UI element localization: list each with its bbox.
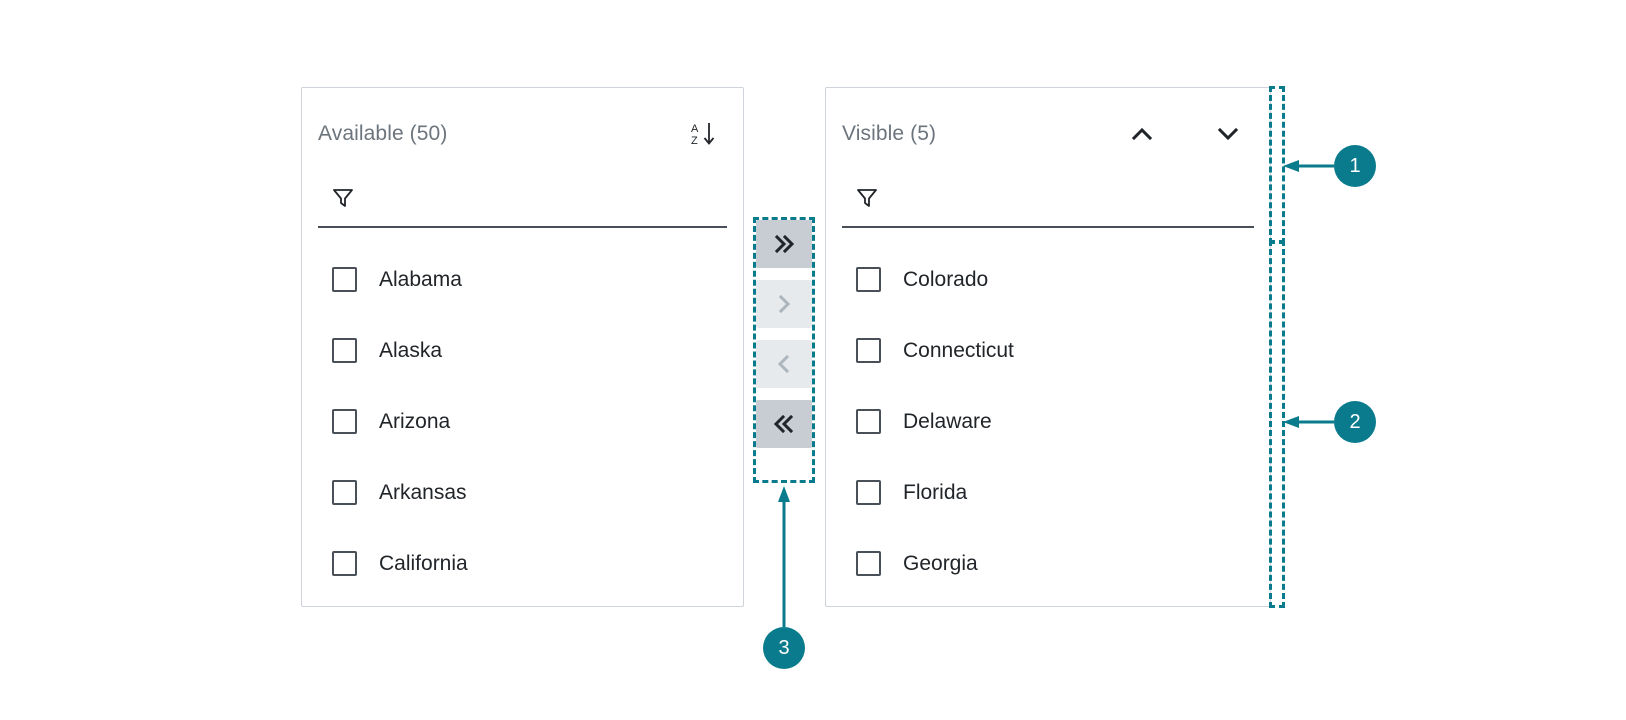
- move-left-button[interactable]: [756, 340, 812, 388]
- list-item[interactable]: Arkansas: [302, 457, 743, 528]
- move-right-button[interactable]: [756, 280, 812, 328]
- annotation-region-list: [1269, 240, 1285, 608]
- list-item-label: Arkansas: [379, 480, 467, 504]
- list-item-label: California: [379, 551, 468, 575]
- available-option-list: Alabama Alaska Arizona Arkansas Californ…: [302, 228, 743, 599]
- funnel-filter-icon: [330, 185, 356, 211]
- available-panel-header: Available (50) A Z: [302, 88, 743, 180]
- double-chevron-left-icon: [773, 414, 794, 434]
- list-item-label: Delaware: [903, 409, 992, 433]
- list-item-label: Alaska: [379, 338, 443, 362]
- visible-option-list: Colorado Connecticut Delaware Florida Ge…: [826, 228, 1270, 599]
- visible-filter-input[interactable]: [880, 181, 1254, 215]
- funnel-filter-icon: [854, 185, 880, 211]
- chevron-down-icon[interactable]: [1208, 114, 1248, 154]
- annotation-badge-2: 2: [1334, 401, 1376, 443]
- checkbox[interactable]: [856, 551, 881, 576]
- annotation-region-header: [1269, 86, 1285, 244]
- list-item-label: Connecticut: [903, 338, 1014, 362]
- list-item-label: Alabama: [379, 267, 462, 291]
- visible-header-actions: [1122, 114, 1248, 154]
- chevron-up-icon[interactable]: [1122, 114, 1162, 154]
- transfer-buttons-group: [756, 220, 812, 448]
- visible-panel: Visible (5): [825, 87, 1271, 607]
- visible-panel-header: Visible (5): [826, 88, 1270, 180]
- list-item-label: Colorado: [903, 267, 989, 291]
- double-chevron-right-icon: [774, 234, 795, 254]
- list-item[interactable]: Georgia: [826, 528, 1270, 599]
- move-all-right-button[interactable]: [756, 220, 812, 268]
- checkbox[interactable]: [332, 409, 357, 434]
- list-item-label: Florida: [903, 480, 968, 504]
- checkbox[interactable]: [856, 480, 881, 505]
- visible-filter-row[interactable]: [842, 180, 1254, 228]
- move-all-left-button[interactable]: [756, 400, 812, 448]
- checkbox[interactable]: [332, 267, 357, 292]
- list-item-label: Arizona: [379, 409, 451, 433]
- annotation-badge-1: 1: [1334, 145, 1376, 187]
- svg-text:A: A: [691, 123, 699, 135]
- available-header-actions: A Z: [683, 115, 721, 153]
- checkbox[interactable]: [332, 338, 357, 363]
- available-filter-input[interactable]: [356, 181, 727, 215]
- available-filter-row[interactable]: [318, 180, 727, 228]
- list-item[interactable]: Arizona: [302, 386, 743, 457]
- sort-az-descending-icon[interactable]: A Z: [683, 115, 721, 153]
- visible-panel-title: Visible (5): [842, 122, 937, 145]
- list-item[interactable]: Alabama: [302, 244, 743, 315]
- checkbox[interactable]: [856, 267, 881, 292]
- checkbox[interactable]: [856, 409, 881, 434]
- checkbox[interactable]: [332, 480, 357, 505]
- list-item[interactable]: Colorado: [826, 244, 1270, 315]
- list-item[interactable]: Alaska: [302, 315, 743, 386]
- available-panel: Available (50) A Z: [301, 87, 744, 607]
- list-item[interactable]: Delaware: [826, 386, 1270, 457]
- chevron-left-icon: [777, 354, 790, 374]
- chevron-right-icon: [778, 294, 791, 314]
- available-panel-title: Available (50): [318, 122, 448, 145]
- list-item[interactable]: Florida: [826, 457, 1270, 528]
- checkbox[interactable]: [856, 338, 881, 363]
- list-item-label: Georgia: [903, 551, 978, 575]
- checkbox[interactable]: [332, 551, 357, 576]
- annotation-badge-3: 3: [763, 627, 805, 669]
- list-item[interactable]: Connecticut: [826, 315, 1270, 386]
- svg-text:Z: Z: [691, 135, 698, 147]
- list-item[interactable]: California: [302, 528, 743, 599]
